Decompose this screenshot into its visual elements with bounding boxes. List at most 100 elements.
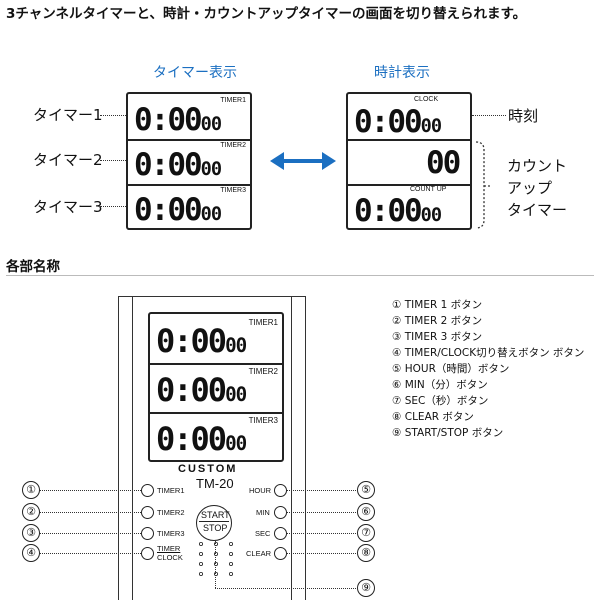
timer-lcd: TIMER1 0:0000 TIMER2 0:0000 TIMER3 0:000… (126, 92, 252, 230)
clear-button[interactable] (274, 547, 287, 560)
callout-6: ⑥ (357, 503, 375, 521)
callout-2: ② (22, 503, 40, 521)
timer1-button[interactable] (141, 484, 154, 497)
label-countup-1: カウント (507, 157, 568, 175)
lcd-tag: TIMER3 (220, 187, 246, 194)
lcd-digits: 0:0000 (156, 322, 247, 360)
parts-list-item: ① TIMER 1 ボタン (392, 299, 483, 311)
timer2-button-label: TIMER2 (157, 508, 185, 517)
leader-line (40, 490, 141, 491)
start-stop-divider (199, 521, 229, 522)
label-timer-2: タイマー2 (33, 151, 103, 169)
callout-5: ⑤ (357, 481, 375, 499)
stop-label: STOP (203, 523, 228, 533)
hour-button[interactable] (274, 484, 287, 497)
label-timer-1: タイマー1 (33, 106, 103, 124)
parts-list-item: ⑦ SEC（秒）ボタン (392, 395, 489, 407)
timer1-button-label: TIMER1 (157, 486, 185, 495)
parts-list-item: ⑧ CLEAR ボタン (392, 411, 474, 423)
clear-button-label: CLEAR (246, 549, 272, 558)
lcd-digits: 00 (426, 145, 461, 181)
section-divider (6, 275, 594, 276)
leader-line (215, 541, 216, 588)
hour-button-label: HOUR (249, 486, 272, 495)
leader-line (100, 206, 126, 207)
parts-list-item: ② TIMER 2 ボタン (392, 315, 483, 327)
callout-3: ③ (22, 524, 40, 542)
countup-bracket (475, 141, 490, 229)
label-timer-3: タイマー3 (33, 198, 103, 216)
label-countup-2: アップ (507, 179, 553, 197)
timer-clock-label-top: TIMER (157, 544, 181, 553)
intro-text: 3チャンネルタイマーと、時計・カウントアップタイマーの画面を切り替えられます。 (6, 6, 527, 22)
lcd-digits: 0:0000 (156, 420, 247, 458)
lcd-tag: TIMER1 (220, 97, 246, 104)
lcd-tag: TIMER3 (248, 416, 278, 425)
timer-clock-label-bottom: CLOCK (157, 553, 183, 562)
leader-line (40, 512, 141, 513)
clock-lcd: CLOCK 0:0000 00 COUNT UP 0:0000 (346, 92, 472, 230)
leader-line (215, 588, 356, 589)
clock-lcd-row-2: 00 (348, 139, 470, 186)
lcd-digits: 0:0000 (156, 371, 247, 409)
model-name: TM-20 (196, 476, 234, 491)
device-lcd: TIMER1 0:0000 TIMER2 0:0000 TIMER3 0:000… (148, 312, 284, 462)
section-heading: 各部名称 (6, 259, 60, 275)
callout-7: ⑦ (357, 524, 375, 542)
leader-line (287, 553, 356, 554)
sec-button[interactable] (274, 527, 287, 540)
leader-line (40, 533, 141, 534)
timer-lcd-row-3: TIMER3 0:0000 (128, 184, 250, 228)
start-label: START (201, 510, 230, 520)
lcd-tag: TIMER2 (220, 142, 246, 149)
timer3-button[interactable] (141, 527, 154, 540)
timer-lcd-row-2: TIMER2 0:0000 (128, 139, 250, 186)
lcd-digits: 0:0000 (134, 102, 222, 138)
lcd-digits: 0:0000 (134, 192, 222, 228)
timer-display-heading: タイマー表示 (153, 65, 237, 81)
leader-line (287, 490, 356, 491)
device-lcd-row-3: TIMER3 0:0000 (150, 412, 282, 460)
lcd-tag: COUNT UP (410, 186, 447, 193)
lcd-tag: TIMER2 (248, 367, 278, 376)
timer2-button[interactable] (141, 506, 154, 519)
device-lcd-row-1: TIMER1 0:0000 (150, 314, 282, 365)
callout-8: ⑧ (357, 544, 375, 562)
leader-line (100, 115, 126, 116)
lcd-digits: 0:0000 (354, 104, 442, 140)
callout-4: ④ (22, 544, 40, 562)
leader-line (287, 512, 356, 513)
min-button-label: MIN (256, 508, 270, 517)
callout-1: ① (22, 481, 40, 499)
parts-list-item: ⑨ START/STOP ボタン (392, 427, 504, 439)
leader-line (40, 553, 141, 554)
device-lcd-row-2: TIMER2 0:0000 (150, 363, 282, 414)
parts-list: ① TIMER 1 ボタン ② TIMER 2 ボタン ③ TIMER 3 ボタ… (392, 297, 584, 441)
parts-list-item: ④ TIMER/CLOCK切り替えボタン ボタン (392, 347, 585, 359)
timer-clock-button[interactable] (141, 547, 154, 560)
leader-line (472, 115, 506, 116)
clock-display-heading: 時計表示 (374, 65, 430, 81)
label-countup-3: タイマー (507, 201, 568, 219)
start-stop-button[interactable] (196, 505, 232, 541)
clock-lcd-row-3: COUNT UP 0:0000 (348, 184, 470, 229)
leader-line (100, 160, 126, 161)
lcd-tag: TIMER1 (248, 318, 278, 327)
switch-arrow-icon (270, 152, 336, 170)
speaker-grille-icon (199, 542, 234, 577)
callout-9: ⑨ (357, 579, 375, 597)
lcd-tag: CLOCK (414, 96, 439, 103)
lcd-digits: 0:0000 (354, 193, 442, 229)
clock-lcd-row-1: CLOCK 0:0000 (348, 94, 470, 141)
lcd-digits: 0:0000 (134, 147, 222, 183)
label-clock: 時刻 (508, 107, 539, 125)
timer-lcd-row-1: TIMER1 0:0000 (128, 94, 250, 141)
brand-logo: CUSTOM (178, 463, 238, 475)
parts-list-item: ⑥ MIN（分）ボタン (392, 379, 488, 391)
parts-list-item: ⑤ HOUR（時間）ボタン (392, 363, 510, 375)
min-button[interactable] (274, 506, 287, 519)
device-face (132, 296, 292, 600)
leader-line (287, 533, 356, 534)
sec-button-label: SEC (255, 529, 271, 538)
parts-list-item: ③ TIMER 3 ボタン (392, 331, 483, 343)
